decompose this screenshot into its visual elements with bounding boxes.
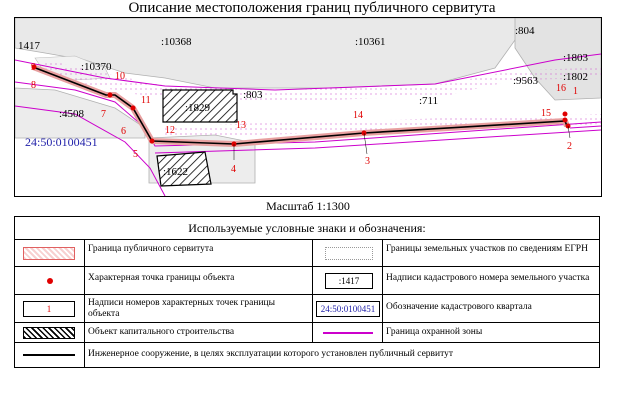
parcel-label: :10368 [161,36,192,48]
boundary-point [149,138,155,144]
map-canvas: 1417 :10370 :10368 :10361 :804 :1803 :95… [15,18,601,196]
zone-swatch [323,332,373,334]
parcel-label: :10370 [81,61,112,73]
point-label: 14 [353,110,363,121]
point-label: 1 [573,86,578,97]
parcel-label: :803 [243,89,263,101]
point-label: 10 [115,71,125,82]
point-label: 6 [121,126,126,137]
legend-label: Надписи номеров характерных точек границ… [88,298,276,319]
parcel-label: :1829 [185,102,211,114]
legend-row: Характерная точка границы объекта :1417 … [15,266,599,295]
parcel-label: :9563 [513,75,539,87]
zone-line-east [569,125,601,129]
point-label: 16 [556,83,566,94]
building-1622 [156,151,212,187]
building-swatch [23,327,75,339]
boundary-point [562,117,568,123]
legend: Используемые условные знаки и обозначени… [14,216,600,368]
point-label: 2 [567,141,572,152]
quarter-label: 24:50:0100451 [25,135,98,149]
point-label: 5 [133,149,138,160]
building-1829 [162,89,238,123]
point-label: 9 [31,62,36,73]
parcel-boundary-swatch [325,247,373,260]
point-swatch [47,278,53,284]
legend-header: Используемые условные знаки и обозначени… [15,217,599,240]
map-scale: Масштаб 1:1300 [266,199,350,213]
point-label: 4 [231,164,236,175]
easement-swatch [23,247,75,260]
parcel-label: 1417 [18,40,41,52]
legend-label: Граница публичного сервитута [88,244,214,254]
quarter-swatch: 24:50:0100451 [316,301,380,317]
legend-label: Характерная точка границы объекта [88,273,235,283]
legend-label: Границы земельных участков по сведениям … [386,244,588,254]
legend-label: Объект капитального строительства [88,327,235,337]
parcel-label: :10361 [355,36,386,48]
boundary-point [31,64,37,70]
zone-line-west [15,105,166,196]
parcel-label: :1803 [563,52,589,64]
parcel-label: :804 [515,25,535,37]
legend-label: Обозначение кадастрового квартала [386,302,532,312]
boundary-point [130,105,136,111]
point-label: 11 [141,95,151,106]
zone-line-south [154,129,601,154]
legend-label: Граница охранной зоны [386,327,483,337]
point-label: 7 [101,109,106,120]
legend-row: Объект капитального строительства Границ… [15,322,599,343]
point-label: 8 [31,80,36,91]
structure-swatch [23,354,75,356]
map-title: Описание местоположения границ публичног… [128,0,496,16]
legend-row: Граница публичного сервитута Границы зем… [15,239,599,266]
point-label: 3 [365,156,370,167]
boundary-point [107,92,113,98]
point-label: 13 [236,120,246,131]
legend-label: Инженерное сооружение, в целях эксплуата… [88,349,454,359]
cadastral-label-swatch: :1417 [325,273,373,289]
point-number-swatch: 1 [23,301,75,317]
parcel-label: :1802 [563,71,588,83]
dotted-band-south [165,114,601,138]
parcel-label: :1622 [163,166,188,178]
parcel-label: :4508 [59,108,85,120]
map-area: 1417 :10370 :10368 :10361 :804 :1803 :95… [14,17,602,197]
legend-row: 1 Надписи номеров характерных точек гран… [15,294,599,323]
legend-label: Надписи кадастрового номера земельного у… [386,273,590,283]
point-label: 15 [541,108,551,119]
parcel-label: :711 [419,95,438,107]
point-label: 12 [165,125,175,136]
legend-row: Инженерное сооружение, в целях эксплуата… [15,342,599,368]
boundary-point [562,111,568,117]
zone-line-north [15,53,601,91]
